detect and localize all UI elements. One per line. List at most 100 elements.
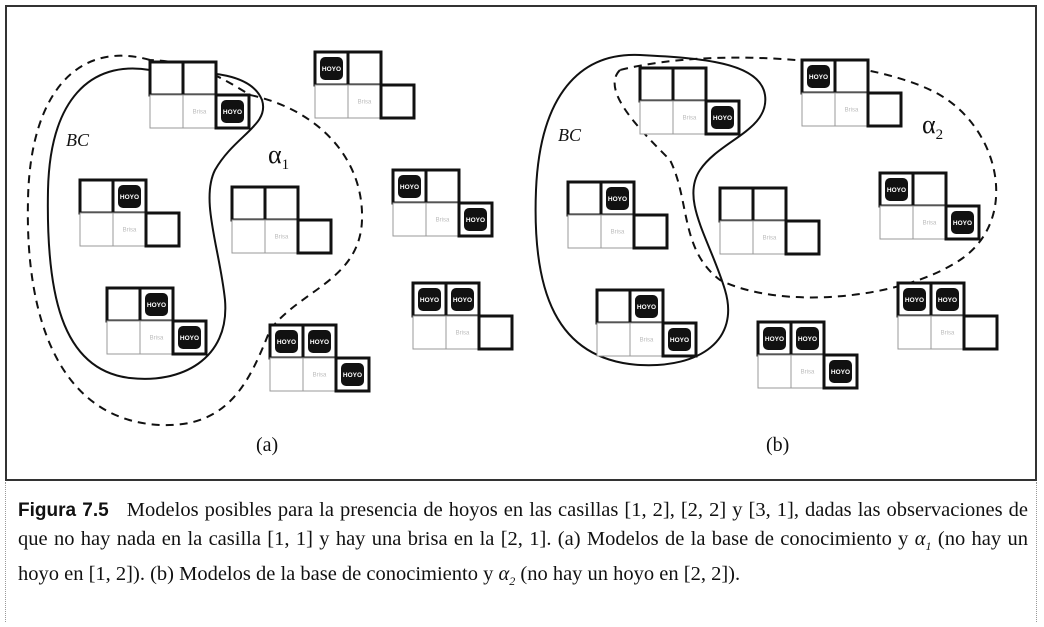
grid-cell — [392, 202, 427, 237]
pit-icon — [178, 326, 201, 349]
caption-alpha1: α1 — [914, 528, 932, 554]
grid-cell — [596, 322, 631, 357]
pit-label: HOYO — [322, 66, 341, 73]
breeze-mark: Brisa — [923, 221, 937, 227]
pit-label: HOYO — [343, 372, 362, 379]
pit-label: HOYO — [400, 184, 419, 191]
grid-cell — [477, 314, 514, 351]
grid-cell — [897, 315, 932, 350]
grid-cell — [139, 320, 174, 355]
breeze-mark: Brisa — [313, 373, 327, 379]
grid-cell — [801, 92, 836, 127]
pit-icon — [763, 327, 786, 350]
pit-label: HOYO — [798, 336, 817, 343]
grid-cell — [833, 58, 870, 95]
grid-cell — [231, 219, 266, 254]
pit-icon — [118, 185, 141, 208]
pit-label: HOYO — [147, 302, 166, 309]
pit-icon — [951, 211, 974, 234]
breeze-mark: Brisa — [941, 331, 955, 337]
grid-cell — [296, 218, 333, 255]
pit-icon — [936, 288, 959, 311]
pit-label: HOYO — [180, 335, 199, 342]
pit-label: HOYO — [765, 336, 784, 343]
caption-frame — [5, 482, 1037, 622]
pit-icon — [711, 106, 734, 129]
model-grid: HOYO Brisa HOYO — [105, 286, 208, 356]
pit-icon — [903, 288, 926, 311]
model-grid: HOYO Brisa — [313, 50, 416, 120]
grid-cell — [757, 354, 792, 389]
grid-cell — [302, 357, 337, 392]
kb-label-b: BC — [558, 125, 582, 145]
grid-cell — [424, 168, 461, 205]
breeze-mark: Brisa — [150, 336, 164, 342]
pit-icon — [320, 57, 343, 80]
caption-label: Figura 7.5 — [18, 500, 109, 521]
pit-label: HOYO — [420, 297, 439, 304]
panel-a-label: (a) — [256, 434, 279, 456]
pit-icon — [885, 178, 908, 201]
grid-cell — [105, 286, 142, 323]
breeze-mark: Brisa — [640, 338, 654, 344]
grid-cell — [751, 186, 788, 223]
breeze-mark: Brisa — [123, 228, 137, 234]
grid-cell — [425, 202, 460, 237]
grid-cell — [790, 354, 825, 389]
grid-cell — [911, 171, 948, 208]
grid-cell — [346, 50, 383, 87]
caption-text-2: (no hay un hoyo en [1, 2]). (b) Modelos … — [18, 528, 1028, 586]
grid-cell — [181, 60, 218, 97]
grid-cell — [112, 212, 147, 247]
pit-icon — [635, 295, 658, 318]
pit-label: HOYO — [953, 220, 972, 227]
pit-label: HOYO — [938, 297, 957, 304]
grid-cell — [866, 91, 903, 128]
grid-cell — [879, 205, 914, 240]
breeze-mark: Brisa — [845, 108, 859, 114]
model-grid: Brisa — [718, 186, 821, 256]
grid-cell — [379, 83, 416, 120]
model-grid: Brisa HOYO — [148, 60, 251, 130]
pit-label: HOYO — [466, 217, 485, 224]
grid-cell — [719, 220, 754, 255]
grid-cell — [230, 185, 267, 222]
grid-cell — [962, 314, 999, 351]
caption-text-3: (no hay un hoyo en [2, 2]). — [515, 563, 741, 586]
grid-cell — [148, 60, 185, 97]
pit-label: HOYO — [453, 297, 472, 304]
pit-label: HOYO — [831, 369, 850, 376]
breeze-mark: Brisa — [193, 110, 207, 116]
breeze-mark: Brisa — [763, 236, 777, 242]
grid-cell — [638, 66, 675, 103]
breeze-mark: Brisa — [683, 116, 697, 122]
pit-icon — [145, 293, 168, 316]
grid-cell — [718, 186, 755, 223]
pit-icon — [275, 330, 298, 353]
breeze-mark: Brisa — [358, 100, 372, 106]
pit-icon — [606, 187, 629, 210]
grid-cell — [672, 100, 707, 135]
grid-cell — [412, 315, 447, 350]
grid-cell — [269, 357, 304, 392]
model-grid: HOYO Brisa — [78, 178, 181, 248]
pit-label: HOYO — [905, 297, 924, 304]
pit-icon — [308, 330, 331, 353]
pit-label: HOYO — [120, 194, 139, 201]
caption-alpha2: α2 — [498, 563, 516, 589]
grid-cell — [263, 185, 300, 222]
panel-b-label: (b) — [766, 434, 790, 456]
alpha1-region-outline — [26, 54, 364, 427]
breeze-mark: Brisa — [456, 331, 470, 337]
kb-region-a-outline — [46, 67, 265, 380]
pit-label: HOYO — [223, 109, 242, 116]
caption-text-1: Modelos posibles para la presencia de ho… — [18, 499, 1029, 550]
grid-cell — [671, 66, 708, 103]
